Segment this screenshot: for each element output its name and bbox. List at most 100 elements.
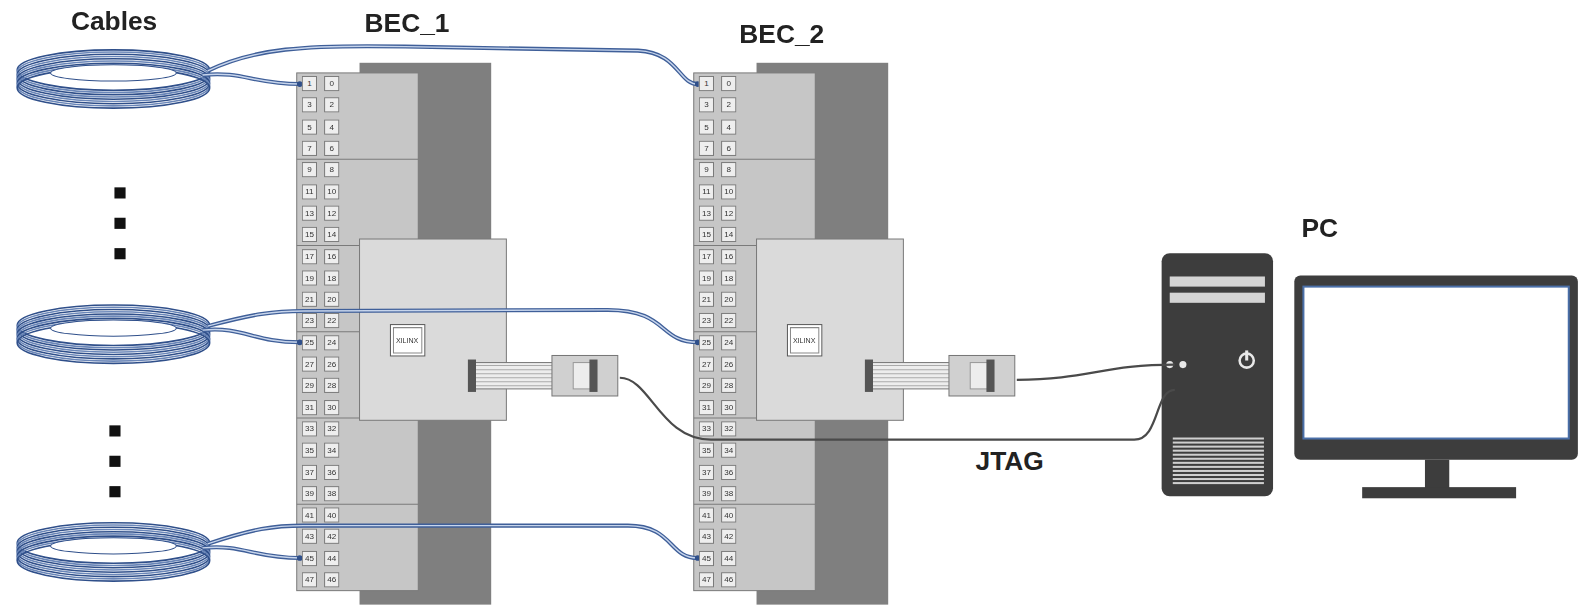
terminal-number: 22: [721, 313, 736, 328]
terminal-number: 27: [302, 357, 317, 372]
pc-tower: [1162, 253, 1273, 496]
bec-board: [297, 63, 618, 605]
terminal-number: 27: [699, 357, 714, 372]
terminal-number: 31: [699, 400, 714, 415]
pc-computer: PC: [1175, 213, 1580, 507]
terminal-number: 7: [699, 141, 714, 156]
unit-heading: BEC_2: [739, 18, 824, 49]
terminal-number: 6: [721, 141, 736, 156]
terminal-number: 32: [721, 421, 736, 436]
terminal-number: 15: [302, 227, 317, 242]
terminal-number: 30: [721, 400, 736, 415]
terminal-number: 42: [324, 529, 339, 544]
terminal-number: 45: [699, 551, 714, 566]
terminal-number: 16: [324, 249, 339, 264]
terminal-number: 30: [324, 400, 339, 415]
terminal-number: 1: [302, 76, 317, 91]
terminal-number: 39: [699, 486, 714, 501]
terminal-number: 40: [324, 508, 339, 523]
terminal-number: 40: [721, 508, 736, 523]
terminal-number: 43: [302, 529, 317, 544]
terminal-number: 10: [324, 184, 339, 199]
terminal-number: 33: [302, 421, 317, 436]
terminal-number: 9: [699, 162, 714, 177]
terminal-number: 47: [302, 572, 317, 587]
terminal-number: 29: [302, 378, 317, 393]
terminal-number: 38: [324, 486, 339, 501]
terminal-number: 35: [302, 443, 317, 458]
terminal-number: 24: [324, 335, 339, 350]
terminal-number: 13: [699, 206, 714, 221]
terminal-number: 43: [699, 529, 714, 544]
unit-heading: PC: [1301, 213, 1338, 244]
terminal-number: 41: [302, 508, 317, 523]
terminal-number: 23: [699, 313, 714, 328]
terminal-number: 36: [721, 464, 736, 479]
terminal-number: 34: [324, 443, 339, 458]
terminal-number: 0: [721, 76, 736, 91]
terminal-number: 35: [699, 443, 714, 458]
terminal-number: 37: [699, 464, 714, 479]
terminal-number: 23: [302, 313, 317, 328]
terminal-number: 41: [699, 508, 714, 523]
terminal-number: 0: [324, 76, 339, 91]
terminal-number: 7: [302, 141, 317, 156]
terminal-number: 3: [302, 98, 317, 113]
terminal-number: 11: [302, 184, 317, 199]
terminal-number: 15: [699, 227, 714, 242]
cable-wire: [203, 330, 300, 343]
terminal-number: 8: [324, 162, 339, 177]
fpga-chip: XILINX: [786, 324, 821, 356]
terminal-number: 2: [721, 98, 736, 113]
terminal-number: 2: [324, 98, 339, 113]
cable-wire: [208, 526, 698, 558]
terminal-number: 45: [302, 551, 317, 566]
terminal-number: 10: [721, 184, 736, 199]
unit-heading: BEC_1: [365, 8, 450, 39]
jtag-cable: [1017, 365, 1175, 380]
jtag-cable: [620, 378, 1175, 440]
terminal-number: 1: [699, 76, 714, 91]
terminal-number: 17: [302, 249, 317, 264]
cable-wire: [208, 46, 698, 84]
cable-coil: [17, 50, 209, 108]
terminal-number: 14: [324, 227, 339, 242]
terminal-number: 21: [699, 292, 714, 307]
cable-wire: [203, 547, 300, 558]
terminal-number: 16: [721, 249, 736, 264]
terminal-number: 5: [302, 119, 317, 134]
terminal-number: 4: [324, 119, 339, 134]
terminal-number: 29: [699, 378, 714, 393]
bec-board: [694, 63, 1015, 605]
terminal-number: 12: [324, 206, 339, 221]
terminal-number: 26: [721, 357, 736, 372]
terminal-number: 9: [302, 162, 317, 177]
terminal-number: 47: [699, 572, 714, 587]
terminal-number: 46: [324, 572, 339, 587]
edge-label: JTAG: [973, 446, 1047, 477]
terminal-number: 3: [699, 98, 714, 113]
terminal-number: 44: [721, 551, 736, 566]
terminal-number: 6: [324, 141, 339, 156]
terminal-number: 28: [324, 378, 339, 393]
fpga-chip: XILINX: [389, 324, 424, 356]
terminal-number: 18: [721, 270, 736, 285]
terminal-number: 37: [302, 464, 317, 479]
terminal-number: 17: [699, 249, 714, 264]
terminal-number: 14: [721, 227, 736, 242]
terminal-number: 33: [699, 421, 714, 436]
chip-label: XILINX: [793, 337, 815, 344]
terminal-number: 24: [721, 335, 736, 350]
cable-coil: [17, 523, 209, 581]
terminal-number: 8: [721, 162, 736, 177]
terminal-number: 22: [324, 313, 339, 328]
terminal-number: 32: [324, 421, 339, 436]
terminal-number: 39: [302, 486, 317, 501]
terminal-number: 44: [324, 551, 339, 566]
terminal-number: 28: [721, 378, 736, 393]
terminal-number: 4: [721, 119, 736, 134]
terminal-number: 21: [302, 292, 317, 307]
cable-wire: [203, 74, 300, 84]
